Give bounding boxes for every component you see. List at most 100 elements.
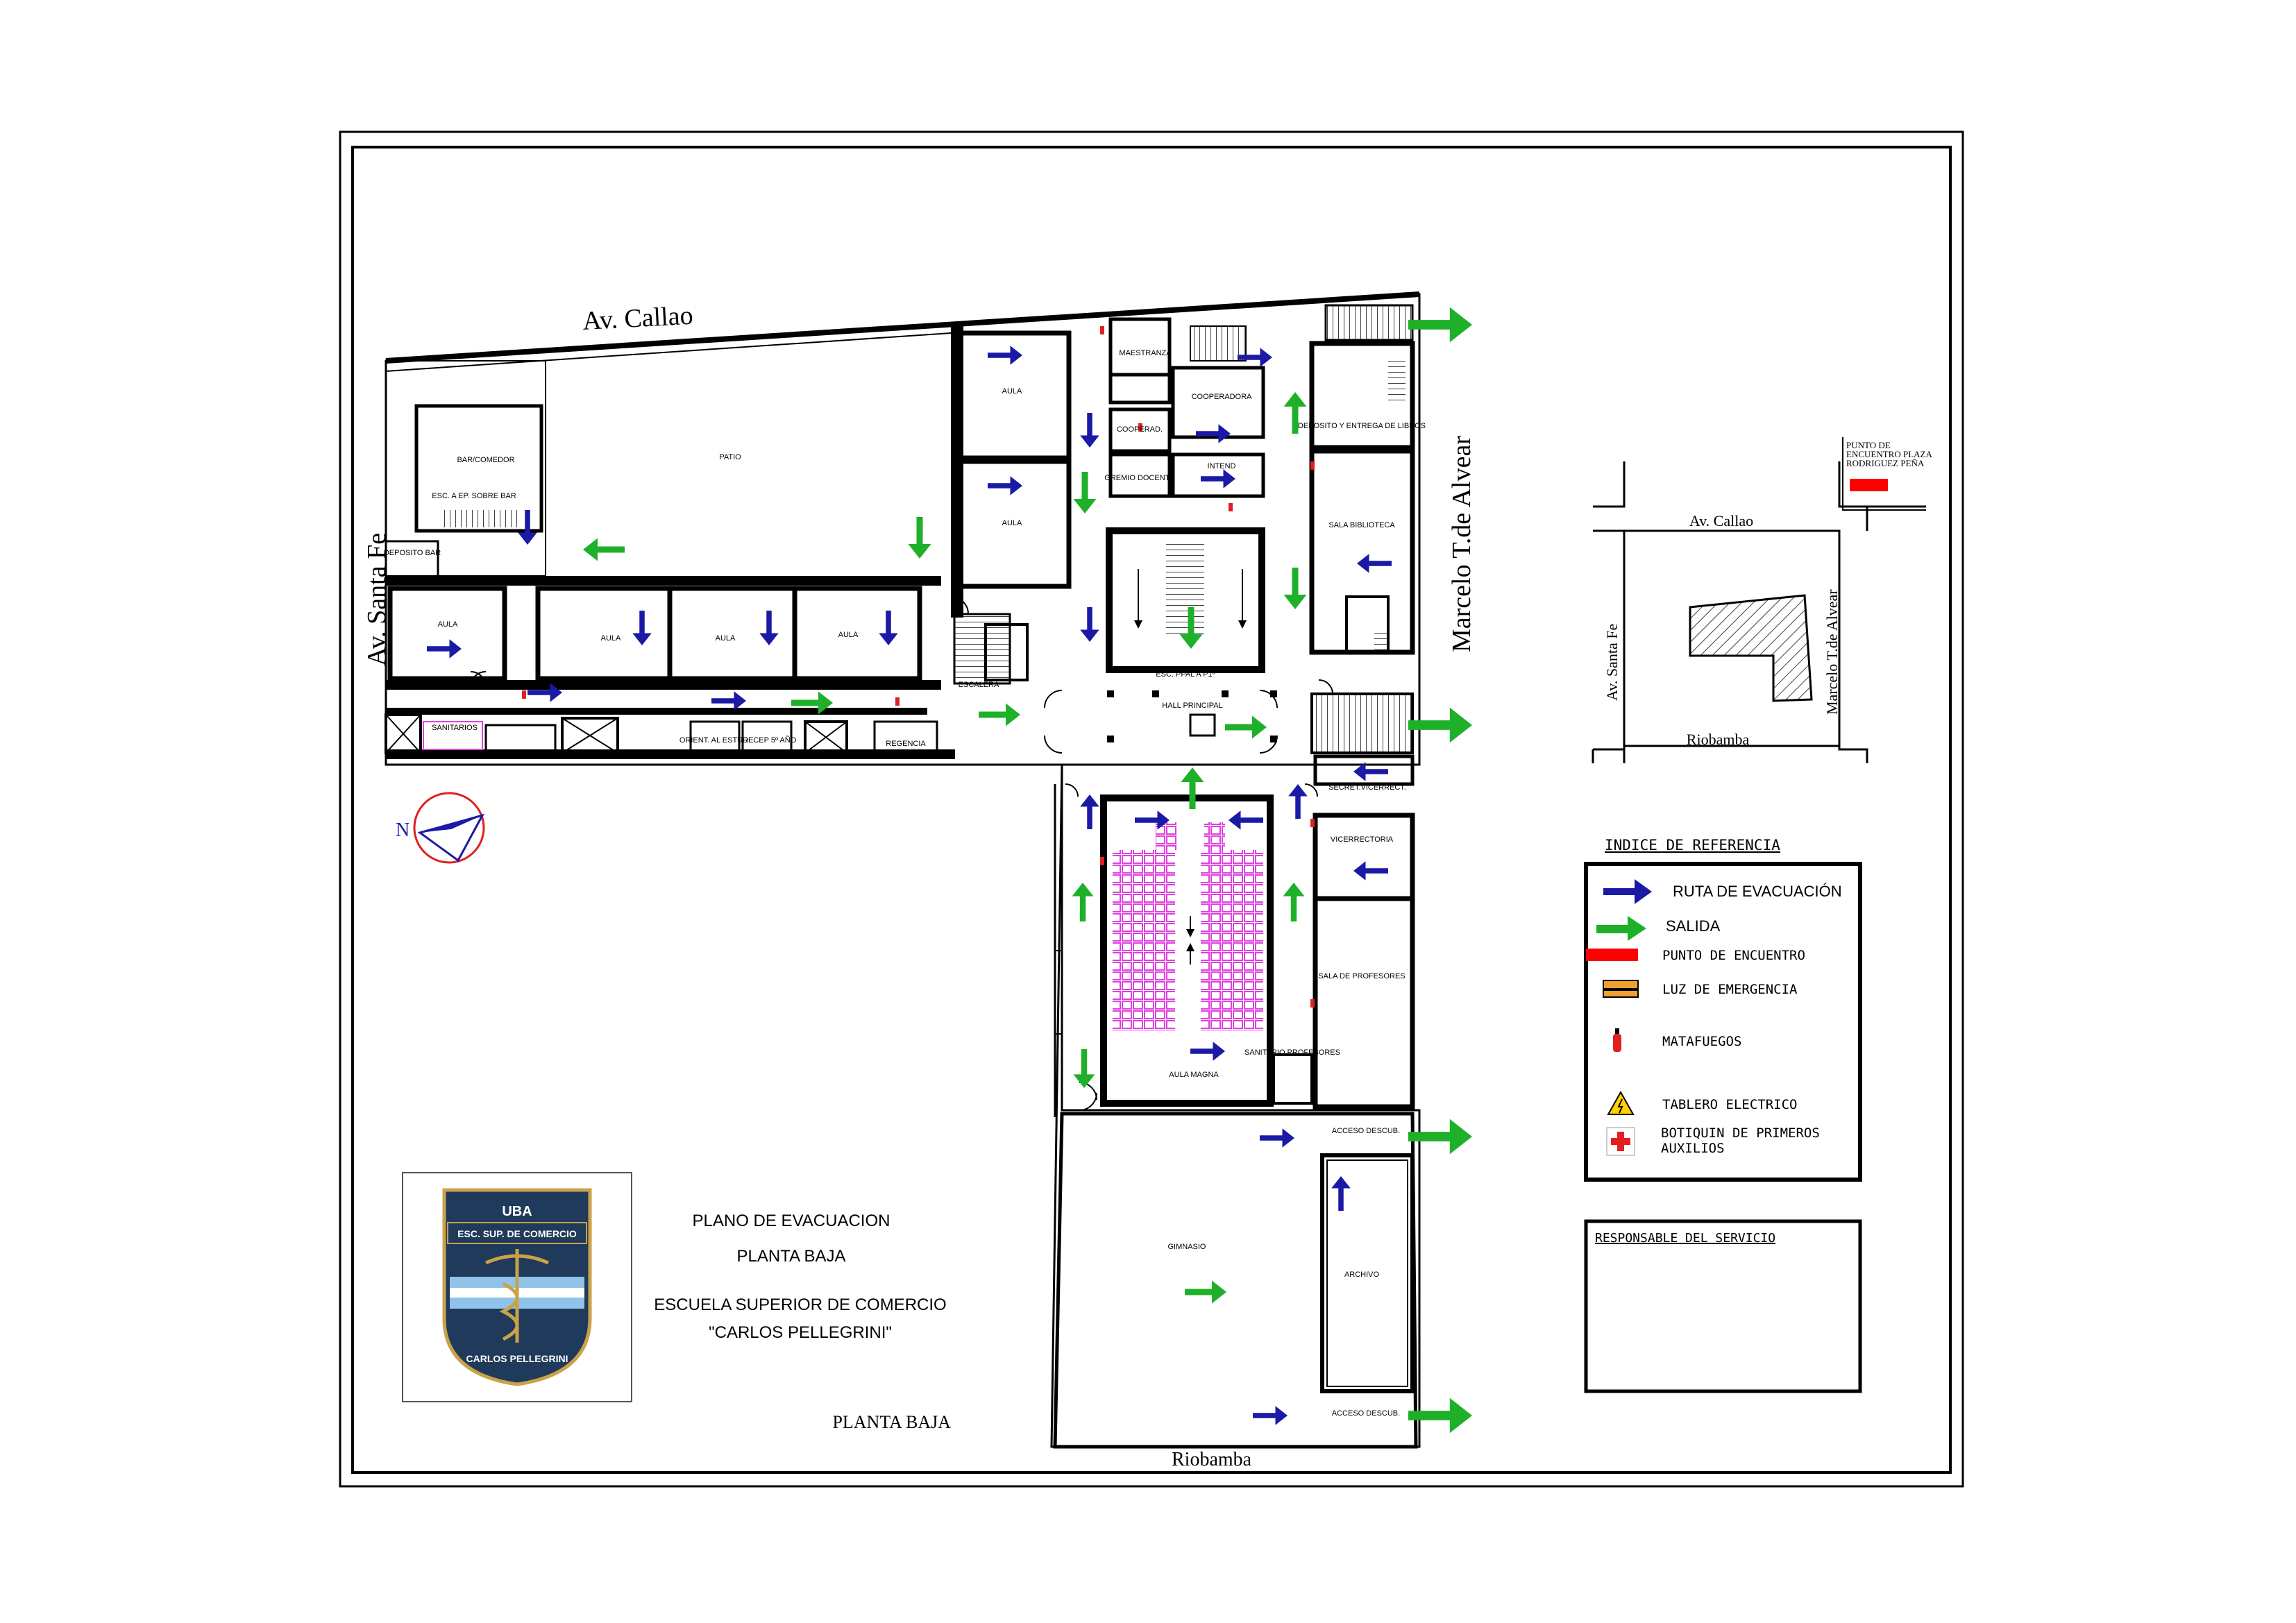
- exit-arrow-icon: [1283, 883, 1305, 921]
- exit-arrow-icon: [1408, 707, 1472, 743]
- route-arrow-icon: [1353, 861, 1388, 881]
- room-aula-e: AULA: [1002, 387, 1022, 396]
- compass-label: N: [396, 819, 410, 841]
- exit-arrow-icon: [1181, 767, 1204, 809]
- school-block-hatch: [1689, 594, 1813, 702]
- key-riobamba: Riobamba: [1687, 731, 1750, 748]
- route-arrow-icon: [1190, 1042, 1225, 1061]
- legend-label-first-aid: BOTIQUIN DE PRIMEROS AUXILIOS: [1661, 1125, 1820, 1156]
- inner-frame: [351, 146, 1952, 1474]
- route-arrow-icon: [427, 639, 462, 658]
- route-arrow-icon: [518, 510, 537, 545]
- room-sanitarios: SANITARIOS: [432, 724, 478, 732]
- route-arrow-icon: [1353, 762, 1388, 781]
- legend-label-light: LUZ DE EMERGENCIA: [1662, 982, 1798, 997]
- room-esc-ppal: ESC. PPAL A P1º: [1156, 670, 1215, 679]
- room-aula-d: AULA: [838, 631, 859, 639]
- exit-arrow-icon: [1179, 607, 1203, 649]
- room-acceso-b: ACCESO DESCUB.: [1332, 1409, 1400, 1418]
- title-line2: PLANTA BAJA: [737, 1247, 846, 1266]
- room-secret: SECRET.VICERRECT.: [1328, 783, 1406, 792]
- legend-extinguisher-icon: [1613, 1028, 1621, 1052]
- room-preceptor: PRECEP 5º AÑO: [738, 736, 797, 745]
- responsible-box: RESPONSABLE DEL SERVICIO: [1584, 1219, 1862, 1393]
- room-sala-profesores: SALA DE PROFESORES: [1318, 972, 1405, 980]
- legend-label-route: RUTA DE EVACUACIÓN: [1673, 883, 1842, 900]
- room-bar-comedor: BAR/COMEDOR: [457, 456, 514, 464]
- key-santa-fe: Av. Santa Fe: [1603, 624, 1621, 701]
- room-hall: HALL PRINCIPAL: [1162, 702, 1222, 710]
- title-line1: PLANO DE EVACUACION: [693, 1212, 890, 1230]
- legend-electrical-icon: [1607, 1090, 1635, 1115]
- route-arrow-icon: [1135, 810, 1170, 830]
- exit-arrow-icon: [1408, 1119, 1472, 1155]
- legend-title: INDICE DE REFERENCIA: [1605, 837, 1780, 853]
- street-alvear: Marcelo T.de Alvear: [1447, 436, 1476, 652]
- legend: INDICE DE REFERENCIA RUTA DE EVACUA: [1584, 837, 1862, 1182]
- planta-baja-label: PLANTA BAJA: [832, 1412, 951, 1432]
- location-key-map: Av. Callao Riobamba Av. Santa Fe Marcelo…: [1592, 437, 1932, 763]
- exit-arrow-icon: [583, 538, 625, 561]
- exit-arrow-icon: [1073, 472, 1097, 513]
- room-aula-f: AULA: [1002, 519, 1022, 527]
- room-aula-a: AULA: [438, 620, 458, 629]
- street-riobamba: Riobamba: [1172, 1449, 1252, 1470]
- evacuation-route-arrows: [427, 346, 1392, 1425]
- title-block: PLANO DE EVACUACION PLANTA BAJA ESCUELA …: [654, 1212, 951, 1432]
- room-sanitario-prof: SANITARIO PROFESORES: [1244, 1048, 1340, 1057]
- legend-label-exit: SALIDA: [1666, 917, 1721, 935]
- route-arrow-icon: [1080, 607, 1099, 642]
- room-aula-c: AULA: [716, 634, 736, 643]
- legend-label-extinguisher: MATAFUEGOS: [1662, 1034, 1741, 1049]
- room-cooperadora: COOPERADORA: [1192, 393, 1252, 401]
- meeting-point-text: PUNTO DE ENCUENTRO PLAZA RODRIGUEZ PEÑA: [1846, 441, 1932, 468]
- meeting-point-marker: [1850, 479, 1888, 491]
- room-vicerrectoria: VICERRECTORIA: [1331, 835, 1394, 844]
- logo-caduceus-icon: [484, 1249, 550, 1343]
- title-line3: ESCUELA SUPERIOR DE COMERCIO: [654, 1295, 946, 1314]
- logo-name: CARLOS PELLEGRINI: [466, 1353, 568, 1364]
- room-labels: PATIO BAR/COMEDOR ESC. A EP. SOBRE BAR D…: [384, 349, 1426, 1418]
- route-arrow-icon: [988, 476, 1022, 495]
- north-wing-outline: [385, 293, 1421, 1448]
- route-arrow-icon: [1260, 1128, 1294, 1148]
- route-arrow-icon: [711, 691, 746, 711]
- room-cooperad: COOPERAD.: [1117, 425, 1163, 434]
- room-deposito-bar: DEPOSITO BAR: [384, 549, 441, 557]
- room-intend: INTEND: [1208, 462, 1236, 470]
- street-santa-fe: Av. Santa Fe: [362, 533, 391, 666]
- room-archivo: ARCHIVO: [1344, 1271, 1380, 1279]
- key-callao: Av. Callao: [1689, 512, 1753, 529]
- logo-esc: ESC. SUP. DE COMERCIO: [457, 1228, 577, 1239]
- room-gimnasio: GIMNASIO: [1167, 1243, 1206, 1251]
- exit-arrow-icon: [791, 691, 833, 715]
- room-gremio: GREMIO DOCENTE: [1104, 474, 1174, 482]
- exit-arrow-icon: [1073, 1049, 1095, 1088]
- exit-arrow-icon: [1072, 883, 1094, 921]
- route-arrow-icon: [527, 683, 562, 702]
- route-arrow-icon: [1080, 794, 1099, 829]
- route-arrow-icon: [1357, 554, 1392, 573]
- exit-arrow-icon: [1408, 1397, 1472, 1434]
- legend-meeting-icon: [1586, 949, 1638, 961]
- logo-uba: UBA: [502, 1204, 532, 1219]
- route-arrow-icon: [1201, 469, 1235, 488]
- route-arrow-icon: [1288, 784, 1308, 819]
- exit-arrow-icon: [979, 703, 1020, 726]
- callao-wall: [385, 291, 1420, 364]
- room-sala-biblioteca: SALA BIBLIOTECA: [1328, 521, 1395, 529]
- room-deposito-libros: DEPOSITO Y ENTREGA DE LIBROS: [1298, 422, 1426, 430]
- exit-arrow-icon: [1283, 392, 1307, 434]
- room-aula-b: AULA: [601, 634, 621, 643]
- room-acceso-a: ACCESO DESCUB.: [1332, 1127, 1400, 1135]
- route-arrow-icon: [1331, 1176, 1351, 1211]
- room-maestranza: MAESTRANZA: [1119, 349, 1172, 357]
- exit-arrow-icon: [1225, 715, 1267, 739]
- exit-arrow-icon: [1283, 568, 1307, 609]
- route-arrow-icon: [1080, 413, 1099, 448]
- legend-route-icon: [1603, 879, 1652, 904]
- route-arrow-icon: [988, 346, 1022, 365]
- route-arrow-icon: [759, 611, 779, 645]
- route-arrow-icon: [1196, 424, 1231, 443]
